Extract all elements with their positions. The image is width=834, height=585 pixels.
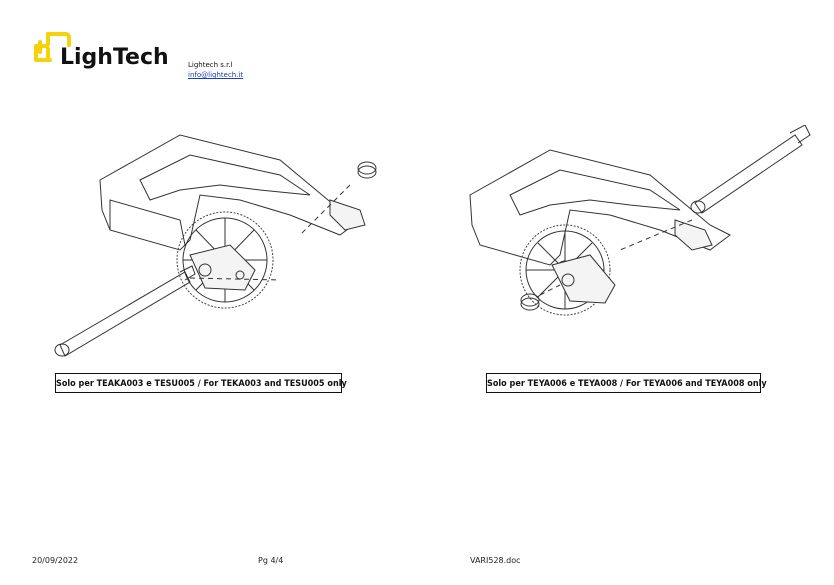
company-email-link[interactable]: info@lightech.it	[188, 71, 244, 79]
footer-page-number: Pg 4/4	[258, 556, 284, 565]
footer-date: 20/09/2022	[32, 556, 79, 565]
swingarm-illustration-left	[54, 134, 377, 357]
caption-left: Solo per TEAKA003 e TESU005 / For TEKA00…	[55, 373, 347, 393]
lightech-logo: LighTech	[30, 28, 180, 72]
figure-left-swingarm	[40, 120, 400, 370]
figure-right-swingarm	[460, 125, 820, 375]
swingarm-illustration-right	[469, 125, 811, 316]
lightech-logo-graphic: LighTech	[34, 32, 169, 70]
footer-document-name: VARI528.doc	[470, 556, 521, 565]
company-name: Lightech s.r.l	[188, 61, 233, 69]
company-info: Lightech s.r.l info@lightech.it	[188, 60, 243, 80]
caption-right: Solo per TEYA006 e TEYA008 / For TEYA006…	[486, 373, 767, 393]
svg-text:LighTech: LighTech	[60, 45, 169, 70]
